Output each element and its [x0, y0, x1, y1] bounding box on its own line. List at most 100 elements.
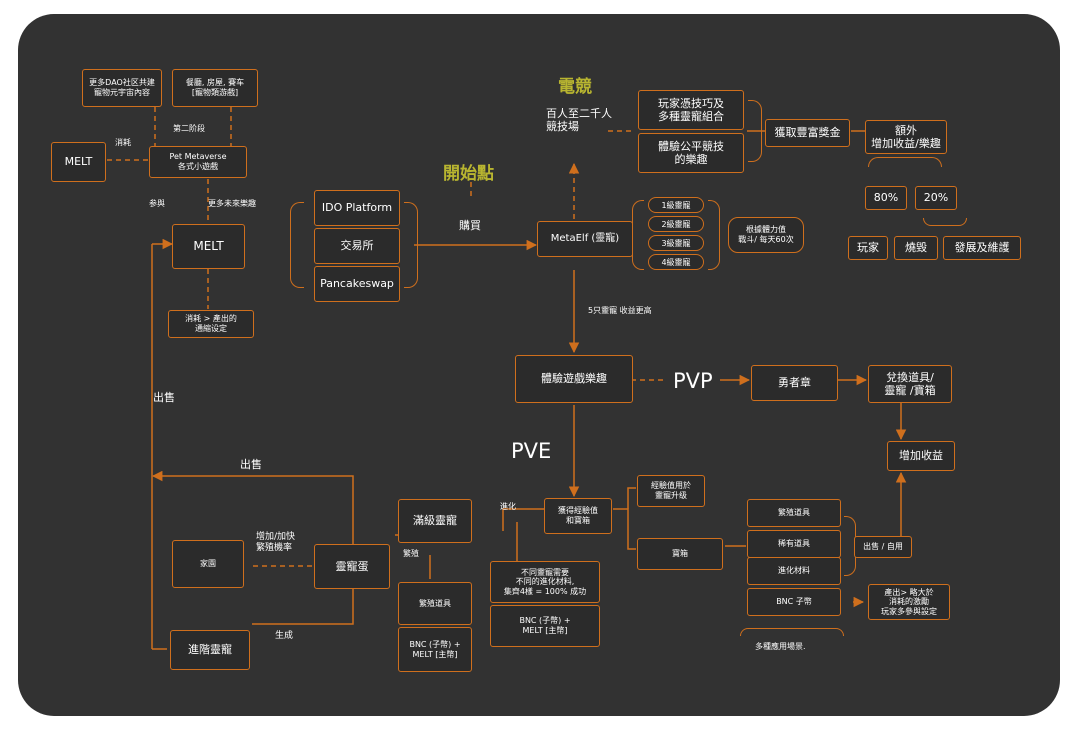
generate-label: 生成 — [275, 631, 294, 641]
advanced-pet-box: 進階靈寵 — [170, 630, 250, 670]
burn-text: 燒毀 — [905, 241, 927, 255]
exp-upgrade-box: 經驗值用於 靈寵升级 — [637, 475, 705, 507]
evolution-material-box: 進化材料 — [747, 557, 841, 585]
pet-level-3-pill: 3級靈寵 — [648, 235, 704, 251]
get-exp-chest-text: 獲得經驗值 和寶箱 — [558, 506, 598, 525]
breed-label: 繁殖 — [403, 549, 419, 558]
redeem-items-text: 兌換道具/ 靈寵 /寶箱 — [884, 370, 936, 397]
max-level-pet-box: 滿級靈寵 — [398, 499, 472, 543]
brace-20-split — [923, 218, 967, 226]
extra-income-text: 額外 增加收益/樂趣 — [871, 123, 941, 150]
pet-metaverse-box: Pet Metaverse 各式小遊戲 — [149, 146, 247, 178]
pet-egg-box: 靈寵蛋 — [314, 544, 390, 589]
sell-mid-label: 出售 — [240, 458, 262, 471]
battle-power-box: 根據體力值 戰斗/ 每天60次 — [728, 217, 804, 253]
breeding-item-left-text: 繁殖道具 — [419, 598, 451, 608]
arena-size-label: 百人至二千人 競技場 — [546, 107, 612, 134]
speed-breeding-label: 增加/加快 繁殖機率 — [256, 532, 296, 553]
experience-fun-text: 體驗遊戲樂趣 — [541, 372, 607, 386]
right-brace-exchange — [404, 202, 418, 288]
pancakeswap-text: Pancakeswap — [320, 277, 394, 291]
experience-fun-box: 體驗遊戲樂趣 — [515, 355, 633, 403]
exchange-text: 交易所 — [340, 239, 374, 253]
evolution-material-text: 進化材料 — [778, 566, 810, 576]
pvp-heading: PVP — [673, 369, 713, 393]
rare-item-text: 稀有道具 — [778, 539, 810, 549]
development-text: 發展及維護 — [954, 241, 1010, 255]
brave-badge-box: 勇者章 — [751, 365, 838, 401]
phase-two-label: 第二阶段 — [173, 124, 205, 133]
pct20-box: 20% — [915, 186, 957, 210]
home-text: 家園 — [200, 559, 216, 569]
rare-item-box: 稀有道具 — [747, 530, 841, 558]
bnc-melt-mid-text: BNC (子幣) + MELT [主幣] — [519, 616, 571, 635]
skill-combo-text: 玩家憑技巧及 多種靈寵組合 — [658, 96, 724, 123]
output-incentive-text: 產出> 略大於 消耗的激勵 玩家多參與設定 — [881, 587, 937, 616]
increase-income-box: 增加收益 — [887, 441, 955, 471]
advanced-pet-text: 進階靈寵 — [188, 643, 232, 657]
fair-compete-box: 體驗公平競技 的樂趣 — [638, 133, 744, 173]
sell-self-use-box: 出售 / 自用 — [854, 536, 912, 558]
pct20-text: 20% — [923, 191, 949, 205]
pet-egg-text: 靈寵蛋 — [335, 559, 369, 573]
five-pets-label: 5只靈寵 收益更高 — [588, 306, 652, 315]
start-point-heading: 開始點 — [443, 164, 494, 184]
development-box: 發展及維護 — [943, 236, 1021, 260]
treasure-chest-box: 寶箱 — [637, 538, 723, 570]
extra-income-box: 額外 增加收益/樂趣 — [865, 120, 947, 154]
bnc-sub-text: BNC 子幣 — [776, 597, 812, 607]
melt-main-box: MELT — [172, 224, 245, 269]
get-exp-chest-box: 獲得經驗值 和寶箱 — [544, 498, 612, 534]
metaelf-text: MetaElf (靈寵) — [550, 233, 620, 244]
dao-community-text: 更多DAO社区共建 寵物元宇宙內容 — [89, 78, 155, 97]
redeem-items-box: 兌換道具/ 靈寵 /寶箱 — [868, 365, 952, 403]
connector-exp-upgrade — [627, 487, 636, 509]
max-level-pet-text: 滿級靈寵 — [413, 514, 457, 528]
pet-level-4-pill: 4級靈寵 — [648, 254, 704, 270]
bnc-sub-box: BNC 子幣 — [747, 588, 841, 616]
players-text: 玩家 — [857, 241, 879, 255]
dining-racing-box: 餐廳, 房屋, 賽车 [寵物類游戲] — [172, 69, 258, 107]
pve-heading: PVE — [511, 439, 552, 463]
left-brace-exchange — [290, 202, 304, 288]
more-future-fun-label: 更多未來樂趣 — [208, 199, 256, 208]
pct80-box: 80% — [865, 186, 907, 210]
fair-compete-text: 體驗公平競技 的樂趣 — [658, 139, 724, 166]
pet-level-2-pill: 2級靈寵 — [648, 216, 704, 232]
breeding-item-right-box: 繁殖道具 — [747, 499, 841, 527]
connector-exp-chest — [613, 508, 636, 550]
dao-community-box: 更多DAO社区共建 寵物元宇宙內容 — [82, 69, 162, 107]
pancakeswap-box: Pancakeswap — [314, 266, 400, 302]
battle-power-text: 根據體力值 戰斗/ 每天60次 — [738, 225, 794, 244]
exp-upgrade-text: 經驗值用於 靈寵升级 — [651, 481, 691, 500]
skill-combo-box: 玩家憑技巧及 多種靈寵組合 — [638, 90, 744, 130]
players-box: 玩家 — [848, 236, 888, 260]
rich-rewards-box: 獲取豐富獎金 — [765, 119, 850, 147]
sell-self-use-text: 出售 / 自用 — [863, 542, 903, 552]
rich-rewards-text: 獲取豐富獎金 — [774, 126, 841, 140]
ido-platform-text: IDO Platform — [321, 201, 393, 215]
burn-box: 燒毀 — [894, 236, 938, 260]
bnc-melt-left-text: BNC (子幣) + MELT [主幣] — [409, 639, 461, 659]
metaelf-box: MetaElf (靈寵) — [537, 221, 633, 257]
brace-multi-scenarios — [740, 628, 844, 636]
evolve-requirements-text: 不同靈寵需要 不同的進化材料, 集齊4樣 = 100% 成功 — [503, 567, 587, 596]
right-brace-pets — [708, 200, 720, 270]
pet-level-1-text: 1級靈寵 — [661, 200, 691, 210]
consume-produce-box: 消耗 > 產出的 通縮设定 — [168, 310, 254, 338]
increase-income-text: 增加收益 — [899, 449, 943, 463]
consume-label: 消耗 — [115, 138, 131, 147]
home-box: 家園 — [172, 540, 244, 588]
pet-metaverse-text: Pet Metaverse 各式小遊戲 — [169, 152, 227, 171]
sell-left-label: 出售 — [153, 391, 175, 404]
pet-level-2-text: 2級靈寵 — [661, 219, 691, 229]
consume-produce-text: 消耗 > 產出的 通縮设定 — [185, 314, 237, 333]
multi-scenarios-label: 多種應用場景. — [755, 642, 806, 651]
pet-level-4-text: 4級靈寵 — [661, 257, 691, 267]
evolve-label: 進化 — [500, 502, 516, 511]
pet-level-1-pill: 1級靈寵 — [648, 197, 704, 213]
bnc-melt-left-box: BNC (子幣) + MELT [主幣] — [398, 627, 472, 672]
breeding-item-right-text: 繁殖道具 — [778, 508, 810, 518]
evolve-requirements-box: 不同靈寵需要 不同的進化材料, 集齊4樣 = 100% 成功 — [490, 561, 600, 603]
melt-top-box: MELT — [51, 142, 106, 182]
